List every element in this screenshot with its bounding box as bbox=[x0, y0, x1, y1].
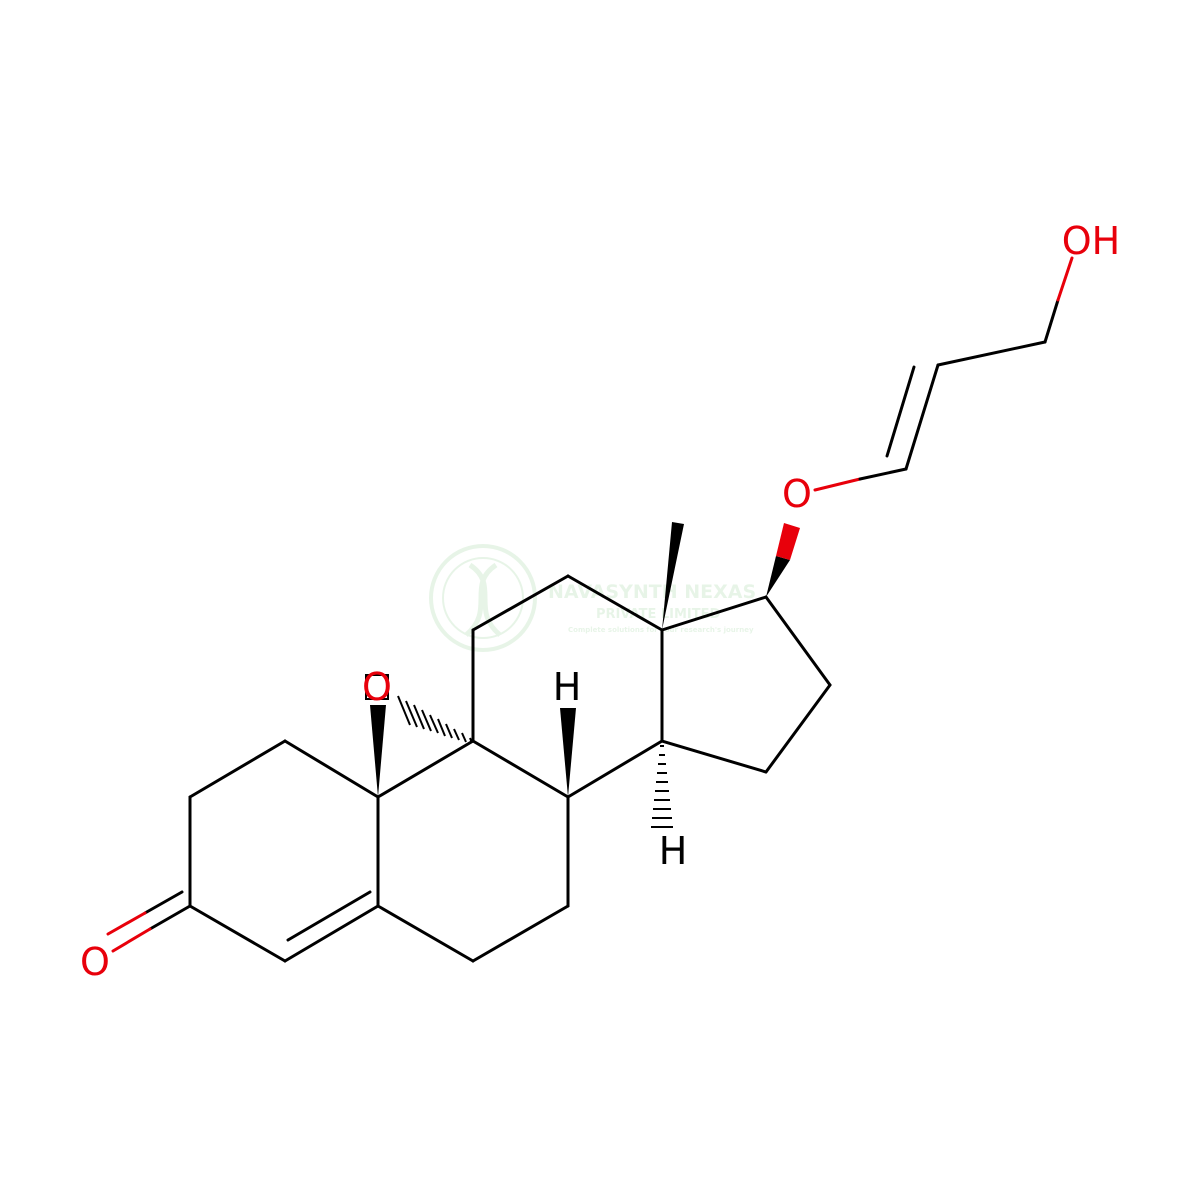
ring-b bbox=[376, 739, 570, 963]
bond-c6-c7 bbox=[471, 904, 570, 963]
c14-h-hash bbox=[651, 745, 673, 828]
bond-c17-c16 bbox=[764, 595, 832, 687]
wedge-c17-o-black bbox=[766, 556, 790, 597]
ketone-group: O bbox=[80, 890, 192, 984]
bond-c3-o-lower-black bbox=[143, 890, 184, 915]
bond-c15-c14 bbox=[660, 739, 768, 774]
h-c14-label: H bbox=[659, 829, 688, 873]
bond-c5-c6 bbox=[376, 904, 475, 963]
bond-c8-c9 bbox=[471, 739, 570, 799]
ether-oxygen-label: O bbox=[782, 472, 812, 516]
hydroxypropenyl-chain: OH bbox=[813, 219, 1120, 492]
overlap-label-group: O bbox=[362, 665, 392, 709]
overlap-oxygen-label: O bbox=[362, 665, 392, 709]
ring-d bbox=[660, 595, 832, 774]
bond-c4-c5 bbox=[283, 904, 380, 963]
h-c8-label: H bbox=[553, 665, 582, 709]
bond-c3p-o-red bbox=[1056, 256, 1074, 302]
bond-c2p-c3p bbox=[936, 340, 1047, 367]
bond-c3-c4 bbox=[188, 904, 287, 963]
hydroxyl-label: OH bbox=[1062, 219, 1120, 263]
ketone-oxygen-label: O bbox=[80, 940, 110, 984]
bond-c3p-o-black bbox=[1043, 298, 1060, 344]
bond-c3-o-upper-black bbox=[148, 904, 192, 931]
bond-c9-c10 bbox=[376, 739, 475, 799]
methyl-wedge-bond bbox=[662, 522, 684, 630]
bond-c3-o-upper-red bbox=[111, 927, 152, 953]
bond-c1p-c2p-double bbox=[885, 365, 916, 458]
bond-c16-c15 bbox=[764, 683, 832, 774]
bond-o-c1p-black bbox=[858, 467, 908, 481]
ring-c bbox=[471, 574, 664, 799]
c10-wedge-bond bbox=[370, 705, 386, 797]
bond-c13-c17 bbox=[660, 595, 768, 632]
bond-c4-c5-double bbox=[286, 890, 372, 942]
bond-c1p-c2p bbox=[904, 363, 940, 471]
watermark-line2: PRIVATE LIMITED bbox=[596, 607, 721, 622]
bond-c12-c13 bbox=[566, 574, 664, 632]
overlap-box bbox=[365, 674, 389, 700]
bond-c1-c2 bbox=[188, 739, 287, 799]
c9-hash-bond bbox=[397, 695, 473, 744]
ring-a bbox=[188, 739, 380, 963]
bond-c10-c1 bbox=[283, 739, 380, 799]
dna-helix-icon bbox=[464, 562, 502, 637]
watermark-text: NAVASYNTH NEXAS PRIVATE LIMITED Complete… bbox=[548, 581, 756, 634]
bond-c11-c12 bbox=[471, 574, 570, 632]
wedge-c17-o-red bbox=[776, 523, 800, 560]
bond-c3-o-lower-red bbox=[106, 911, 147, 936]
bond-c14-c8 bbox=[566, 739, 664, 799]
bond-o-c1p-red bbox=[813, 477, 862, 492]
watermark-inner-ring bbox=[442, 557, 524, 639]
watermark-ring bbox=[429, 544, 537, 652]
c17-ether-wedge bbox=[766, 523, 800, 597]
watermark-logo bbox=[429, 544, 537, 652]
c8-h-wedge bbox=[560, 708, 576, 797]
watermark-line1: NAVASYNTH NEXAS bbox=[548, 581, 756, 603]
